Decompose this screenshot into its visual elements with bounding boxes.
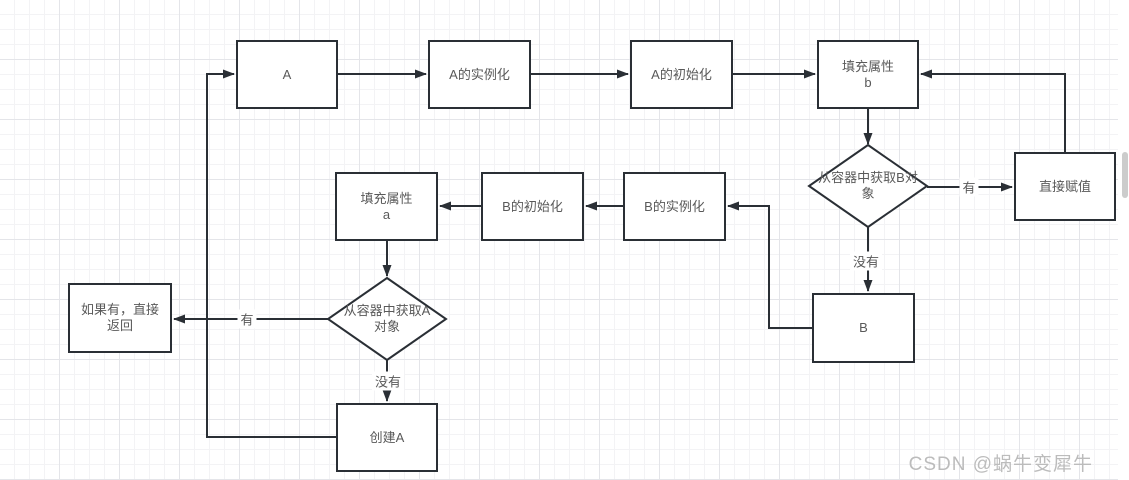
csdn-watermark: CSDN @蜗牛变犀牛 bbox=[908, 454, 1093, 475]
node-create-a: 创建A bbox=[336, 403, 438, 472]
node-if-exists-return: 如果有，直接 返回 bbox=[68, 283, 172, 353]
node-a-instantiation-label: A的实例化 bbox=[449, 66, 510, 82]
node-direct-assignment-label: 直接赋值 bbox=[1038, 178, 1091, 194]
diamond-get-b-line2: 象 bbox=[861, 186, 875, 201]
edge-direct-assignment-to-fill-property-b bbox=[920, 69, 1066, 152]
edge-label-get-b-no: 没有 bbox=[849, 251, 883, 271]
diamond-get-b-from-container bbox=[807, 143, 929, 229]
edge-label-get-a-no: 没有 bbox=[371, 371, 405, 391]
node-fill-property-b: 填充属性 b bbox=[817, 40, 919, 109]
node-a-initialization-label: A的初始化 bbox=[651, 66, 712, 82]
diamond-get-b-line1: 从容器中获取B对 bbox=[818, 170, 918, 185]
diamond-get-a-from-container-text: 从容器中获取A 对象 bbox=[329, 303, 445, 335]
diamond-get-a-line2: 对象 bbox=[373, 319, 400, 334]
node-a-instantiation: A的实例化 bbox=[428, 40, 531, 109]
edge-b-to-b-instantiation bbox=[727, 201, 812, 329]
node-a: A bbox=[236, 40, 338, 109]
diamond-get-a-line1: 从容器中获取A bbox=[343, 303, 431, 318]
scrollbar-thumb[interactable] bbox=[1122, 152, 1128, 198]
node-a-initialization: A的初始化 bbox=[630, 40, 733, 109]
diamond-get-a-from-container bbox=[326, 276, 448, 362]
scrollbar-track bbox=[1118, 0, 1129, 480]
diamond-get-b-from-container-text: 从容器中获取B对 象 bbox=[810, 170, 926, 202]
node-create-a-label: 创建A bbox=[369, 429, 405, 445]
node-fill-property-a: 填充属性 a bbox=[335, 172, 438, 241]
node-if-exists-return-line2: 返回 bbox=[106, 318, 133, 333]
node-b-initialization: B的初始化 bbox=[481, 172, 584, 241]
node-b: B bbox=[812, 293, 915, 363]
node-a-label: A bbox=[282, 66, 292, 82]
node-b-initialization-label: B的初始化 bbox=[502, 198, 563, 214]
node-b-instantiation: B的实例化 bbox=[623, 172, 726, 241]
node-direct-assignment: 直接赋值 bbox=[1014, 152, 1116, 221]
node-fill-property-b-line2: b bbox=[864, 74, 872, 90]
node-b-label: B bbox=[859, 320, 868, 335]
node-fill-property-a-line1: 填充属性 bbox=[360, 190, 413, 206]
edge-create-a-to-a bbox=[206, 69, 336, 438]
node-fill-property-a-line2: a bbox=[382, 206, 391, 222]
edge-label-get-b-yes: 有 bbox=[959, 177, 979, 197]
edge-label-get-a-yes: 有 bbox=[237, 309, 257, 329]
node-if-exists-return-line1: 如果有，直接 bbox=[80, 302, 159, 317]
node-b-instantiation-label: B的实例化 bbox=[644, 198, 705, 214]
node-fill-property-b-line1: 填充属性 bbox=[841, 58, 894, 74]
